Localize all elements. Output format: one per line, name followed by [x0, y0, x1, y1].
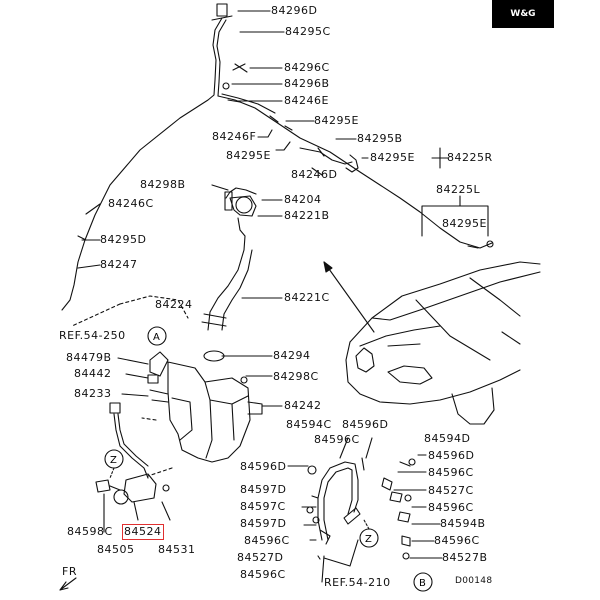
washer-pump-icon — [123, 473, 157, 503]
part-label: 84531 — [158, 543, 196, 556]
part-label: 84295E — [370, 151, 415, 164]
washer-tank-icon — [167, 361, 251, 463]
part-label: 84598C — [67, 525, 113, 538]
callout-z2: Z — [365, 534, 372, 545]
part-label: 84247 — [100, 258, 138, 271]
part-label: 84296D — [271, 4, 318, 17]
highlighted-part-label: 84524 — [122, 524, 164, 540]
part-label: 84442 — [74, 367, 112, 380]
part-label: 84224 — [155, 298, 193, 311]
part-label: 84596D — [342, 418, 389, 431]
diagram-id-label: D00148 — [455, 576, 493, 586]
part-label: 84594C — [286, 418, 332, 431]
part-label: 84225L — [436, 183, 481, 196]
part-label: 84479B — [66, 351, 112, 364]
part-label: 84596C — [240, 568, 286, 581]
reference-label: REF.54-210 — [324, 576, 391, 589]
part-label: 84295B — [357, 132, 403, 145]
part-label: 84225R — [447, 151, 493, 164]
brand-logo-text: W&G — [510, 9, 536, 19]
part-label: 84594B — [440, 517, 486, 530]
callout-z1: Z — [110, 455, 117, 466]
part-label: 84597C — [240, 500, 286, 513]
part-label: 84296C — [284, 61, 330, 74]
brand-logo: W&G — [492, 0, 554, 28]
part-label: 84596C — [314, 433, 360, 446]
part-label: 84295E — [442, 217, 487, 230]
part-label: 84221C — [284, 291, 330, 304]
part-label: 84233 — [74, 387, 112, 400]
hose-line-icon — [61, 17, 223, 311]
part-label: 84527D — [237, 551, 284, 564]
part-label: 84295E — [314, 114, 359, 127]
part-label: 84596C — [428, 466, 474, 479]
callout-b: B — [419, 578, 426, 589]
part-label: 84594D — [424, 432, 471, 445]
part-label: 84596C — [434, 534, 480, 547]
front-arrow-icon — [59, 577, 77, 591]
front-direction-label: FR — [62, 565, 77, 578]
part-label: 84246F — [212, 130, 257, 143]
part-label: 84597D — [240, 483, 287, 496]
part-label: 84295E — [226, 149, 271, 162]
part-label: 84246C — [108, 197, 154, 210]
part-label: 84597D — [240, 517, 287, 530]
callout-a: A — [153, 332, 160, 343]
part-label: 84505 — [97, 543, 135, 556]
part-label: 84294 — [273, 349, 311, 362]
part-label: 84527C — [428, 484, 474, 497]
part-label: 84295D — [100, 233, 147, 246]
part-label: 84295C — [285, 25, 331, 38]
part-label: 84298B — [140, 178, 186, 191]
part-label: 84596C — [244, 534, 290, 547]
part-label: 84242 — [284, 399, 322, 412]
part-label: 84527B — [442, 551, 488, 564]
part-label: 84246D — [291, 168, 338, 181]
part-label: 84204 — [284, 193, 322, 206]
part-label: 84596D — [240, 460, 287, 473]
part-label: 84296B — [284, 77, 330, 90]
part-label: 84298C — [273, 370, 319, 383]
part-label: 84221B — [284, 209, 330, 222]
part-label: 84596D — [428, 449, 475, 462]
part-label: 84596C — [428, 501, 474, 514]
part-label: 84246E — [284, 94, 329, 107]
reference-label: REF.54-250 — [59, 329, 126, 342]
